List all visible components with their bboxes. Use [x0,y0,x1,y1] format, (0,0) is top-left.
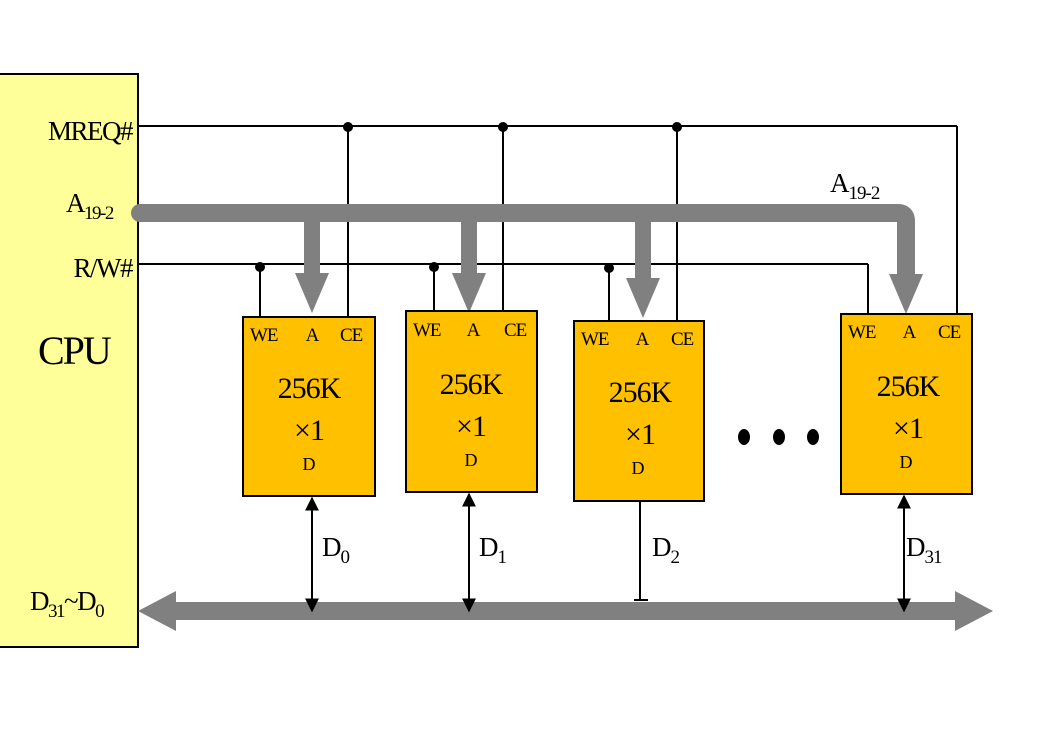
chip-we-pin: WE [581,329,609,350]
mreq-junction-dot [498,122,508,132]
address-bus-drops [295,213,923,318]
rw-junction-dot [429,262,439,272]
data-line-label-d1: D1 [479,532,507,568]
chip-d-pin: D [632,458,645,478]
chip-d-pin: D [303,454,316,474]
chip-body [840,313,973,495]
ellipsis-dots [738,429,819,445]
chip-d-pin: D [900,452,913,472]
chip-ce-pin: CE [671,329,694,350]
cpu-mreq-label: MREQ# [48,116,134,146]
cpu-data-label: D31~D0 [30,586,104,622]
chip-ce-pin: CE [340,325,363,346]
chip-width: ×1 [625,418,655,451]
chip-a-pin: A [467,320,481,341]
chip-capacity: 256K [278,372,342,405]
data-line-label-d31: D31 [906,532,942,568]
address-bus [131,204,915,285]
chip-capacity: 256K [609,376,673,409]
mreq-junction-dot [672,122,682,132]
mreq-junction-dot [343,122,353,132]
chip-body [242,316,376,497]
chip-a-pin: A [903,322,917,343]
memory-chip: WE A CE 256K ×1 D [573,320,705,502]
chip-we-pin: WE [848,322,876,343]
chip-ce-pin: CE [504,320,527,341]
chip-ce-pin: CE [938,322,961,343]
rw-junction-dot [604,263,614,273]
memory-chip: WE A CE 256K ×1 D [242,316,376,497]
cpu-rw-label: R/W# [74,253,134,283]
chip-body [573,320,705,502]
data-line-d2 [634,502,648,601]
memory-chip: WE A CE 256K ×1 D [405,310,538,493]
chip-width: ×1 [294,414,324,447]
chip-a-pin: A [306,325,320,346]
chip-a-pin: A [636,329,650,350]
data-line-label-d0: D0 [322,532,350,568]
chip-width: ×1 [456,410,486,443]
cpu-addr-label: A19-2 [66,188,114,224]
cpu-title: CPU [38,328,112,373]
chip-capacity: 256K [877,370,941,403]
data-bus [138,591,993,631]
chip-capacity: 256K [440,368,504,401]
chip-width: ×1 [893,412,923,445]
cpu-block [0,73,139,648]
data-line-label-d2: D2 [652,532,680,568]
chip-we-pin: WE [250,325,278,346]
address-bus-label: A19-2 [830,168,880,204]
chip-we-pin: WE [413,320,441,341]
memory-chip: WE A CE 256K ×1 D [840,313,973,495]
chip-d-pin: D [465,450,478,470]
rw-junction-dot [255,262,265,272]
chip-body [405,310,538,493]
